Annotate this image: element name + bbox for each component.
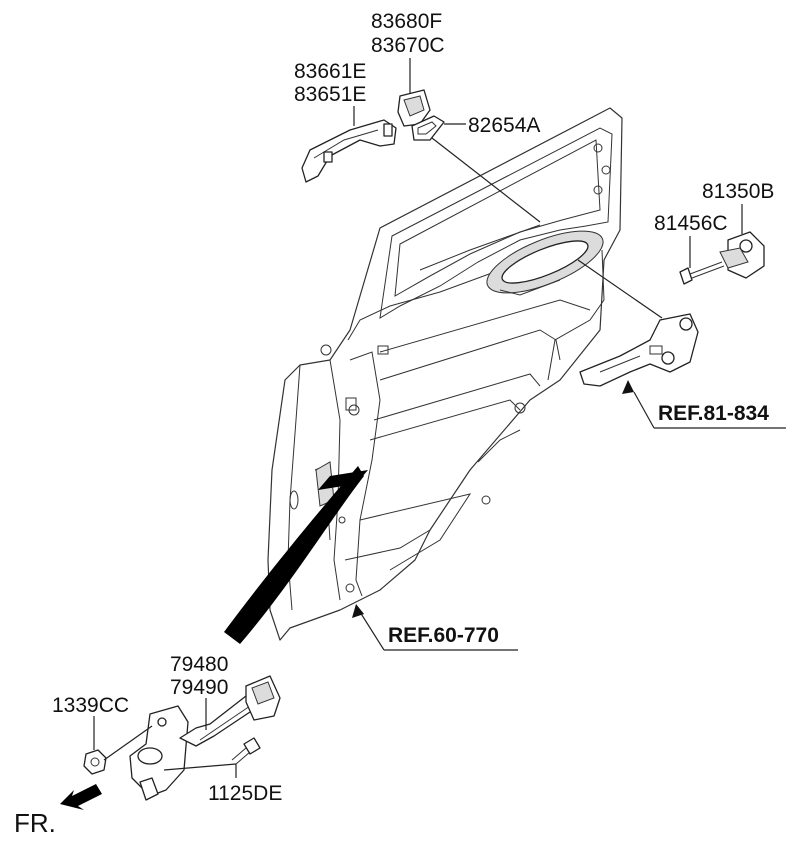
nut: 1339CC — [52, 694, 153, 775]
label-79490: 79490 — [170, 676, 228, 699]
front-arrow-icon — [60, 784, 102, 810]
arrow-to-panel — [318, 470, 368, 490]
label-83680F: 83680F — [371, 10, 442, 33]
outside-handle-cover: 83680F 83670C — [371, 10, 445, 127]
door-checker: 79480 79490 — [129, 653, 281, 801]
inside-handle-assembly: REF.81-834 — [577, 259, 786, 429]
label-83670C: 83670C — [371, 34, 445, 57]
label-82654A: 82654A — [468, 114, 540, 137]
connection-band — [224, 466, 364, 644]
label-79480: 79480 — [170, 653, 228, 676]
door-panel-reference: REF.60-770 — [352, 604, 518, 651]
front-direction-indicator: FR. — [14, 784, 102, 838]
door-panel — [267, 107, 623, 641]
label-81350B: 81350B — [702, 180, 774, 203]
label-83661E: 83661E — [294, 60, 366, 83]
gasket: 82654A — [411, 114, 540, 223]
striker-screw: 81456C — [654, 212, 728, 285]
label-81456C: 81456C — [654, 212, 728, 235]
label-1125DE: 1125DE — [208, 782, 282, 805]
label-1339CC: 1339CC — [52, 694, 129, 717]
ref-81-834: REF.81-834 — [658, 402, 769, 425]
label-83651E: 83651E — [294, 83, 366, 106]
striker: 81350B — [702, 180, 774, 279]
front-label: FR. — [14, 808, 56, 838]
bolt: 1125DE — [163, 737, 282, 805]
ref-60-770: REF.60-770 — [388, 624, 499, 647]
outside-handle: 83661E 83651E — [294, 60, 397, 183]
